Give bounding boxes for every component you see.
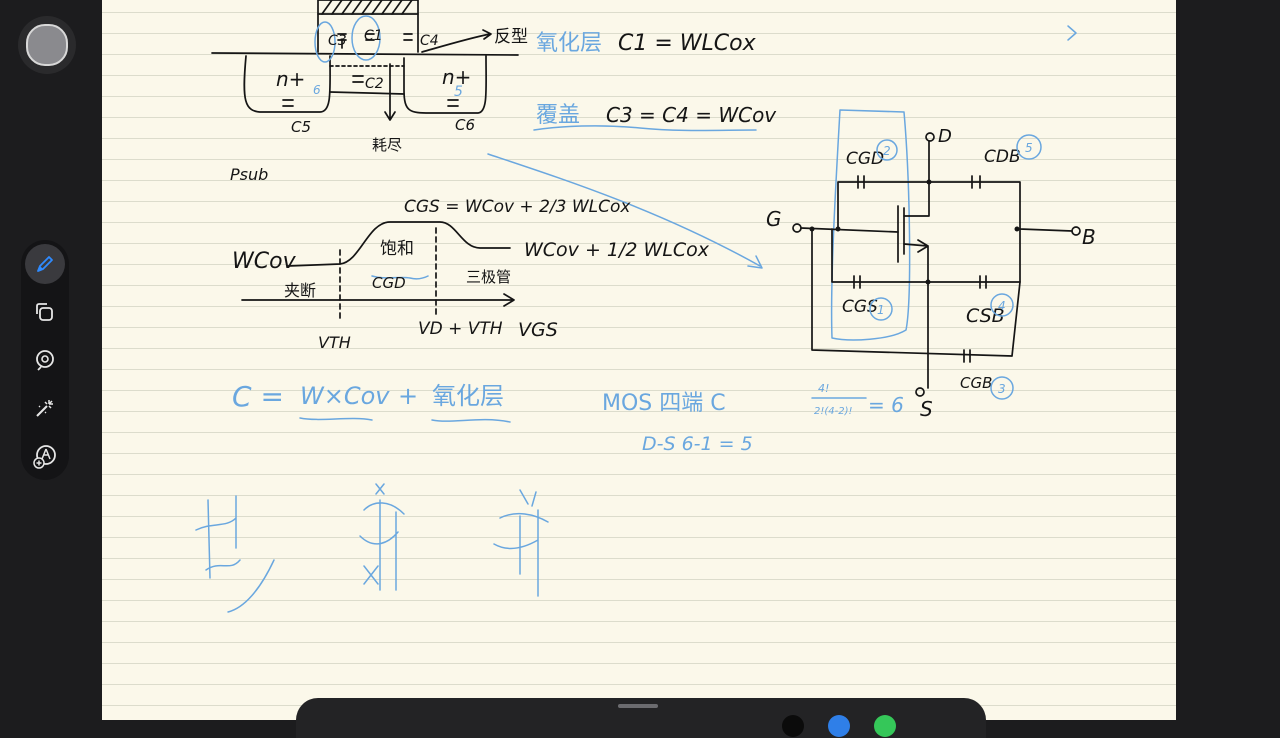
cgd-under-label: CGD (372, 274, 406, 292)
sum-term: W×Cov (300, 382, 390, 410)
cap-label-c3: C3 (328, 33, 347, 49)
mos-frac-num: 4! (818, 382, 829, 395)
terminal-g: G (766, 207, 782, 231)
cap-cdb-num: 5 (1025, 141, 1033, 155)
mos-result: = 6 (868, 393, 904, 417)
tick-vd-vth: VD + VTH (418, 319, 503, 339)
shapes-tool-button[interactable] (25, 292, 65, 332)
sum-c: C = (232, 380, 284, 413)
substrate-label: Psub (230, 165, 268, 184)
overlap-formula: C3 = C4 = WCov (606, 103, 777, 127)
mos-sub: D-S 6-1 = 5 (642, 433, 753, 455)
laser-tool-button[interactable] (25, 388, 65, 428)
pen-icon (37, 256, 53, 272)
cgs-right-formula: WCov + 1/2 WLCox (524, 239, 710, 261)
cap-cgs: CGS (842, 297, 878, 317)
laser-pointer-icon (36, 400, 53, 417)
notebook-page[interactable] (102, 0, 1176, 720)
cap-csb: CSB (966, 305, 1005, 327)
cap-label-c1: C1 (364, 28, 383, 44)
svg-text:6: 6 (313, 83, 321, 97)
wcov-left: WCov (232, 249, 297, 274)
sum-plus: + (398, 382, 418, 410)
region-triode: 三极管 (466, 268, 511, 286)
cap-label-c4: C4 (420, 33, 439, 49)
cap-csb-num: 4 (998, 299, 1006, 313)
n-plus-left: n+ (276, 67, 305, 91)
n-plus-right: n+ (442, 65, 471, 89)
cap-label-c6: C6 (455, 116, 475, 134)
mos-cross-section: 5 6 C3 C1 C4 C2 C5 C6 n+ n+ Psub 反型 耗尽 (211, 0, 528, 184)
tool-palette (21, 240, 69, 480)
sum-formula: C = W×Cov + 氧化层 (232, 380, 511, 423)
mos-count: MOS 四端 C 4! 2!(4-2)! = 6 D-S 6-1 = 5 (602, 382, 904, 455)
add-tool-button[interactable] (25, 436, 65, 476)
oxide-label: 氧化层 (536, 31, 602, 56)
mos-frac-den: 2!(4-2)! (814, 406, 853, 417)
shapes-icon (36, 303, 53, 321)
pen-tool-button[interactable] (25, 244, 65, 284)
cap-cdb: CDB (984, 147, 1021, 167)
svg-text:5: 5 (454, 84, 463, 100)
tick-vth: VTH (318, 333, 351, 352)
cap-cgb-num: 3 (998, 382, 1006, 396)
add-shape-icon (33, 445, 56, 469)
terminal-s: S (920, 397, 933, 421)
lasso-icon (36, 350, 54, 371)
oxide-formula: C1 = WLCox (618, 31, 757, 56)
green-color-dot[interactable] (874, 715, 896, 737)
lasso-tool-button[interactable] (25, 340, 65, 380)
cap-cgd: CGD (846, 149, 884, 169)
depletion-label: 耗尽 (372, 136, 402, 154)
region-cutoff: 夹断 (284, 281, 316, 300)
color-swatch-button[interactable] (18, 16, 76, 74)
formula-lines: 氧化层 C1 = WLCox 覆盖 C3 = C4 = WCov (487, 31, 777, 269)
cap-cgd-num: 2 (883, 144, 891, 158)
cgs-top-formula: CGS = WCov + 2/3 WLCox (404, 197, 631, 217)
inversion-label: 反型 (494, 27, 528, 47)
bottom-toolbar[interactable] (296, 698, 986, 738)
axis-vgs: VGS (518, 319, 558, 341)
terminal-b: B (1082, 225, 1096, 249)
mosfet-circuit: D G B S CGD 2 CDB 5 CGS 1 CSB 4 CGB 3 (766, 109, 1096, 421)
sum-oxide: 氧化层 (432, 382, 504, 410)
blue-color-dot[interactable] (828, 715, 850, 737)
cap-label-c5: C5 (291, 118, 311, 136)
terminal-d: D (938, 126, 952, 147)
black-color-dot[interactable] (782, 715, 804, 737)
cap-label-c2: C2 (365, 76, 384, 92)
handwritten-notes: 5 6 C3 C1 C4 C2 C5 C6 n+ n+ Psub 反型 耗尽 氧… (195, 0, 1096, 613)
overlap-label: 覆盖 (536, 103, 580, 128)
region-saturation: 饱和 (380, 239, 414, 259)
cgs-graph: CGS = WCov + 2/3 WLCox WCov WCov + 1/2 W… (232, 197, 710, 352)
drag-handle[interactable] (618, 704, 658, 708)
blue-doodles (195, 25, 1077, 613)
current-color-icon (26, 24, 68, 66)
cap-cgs-num: 1 (877, 303, 885, 317)
cap-cgb: CGB (960, 374, 992, 392)
mos-count-text: MOS 四端 C (602, 391, 726, 416)
